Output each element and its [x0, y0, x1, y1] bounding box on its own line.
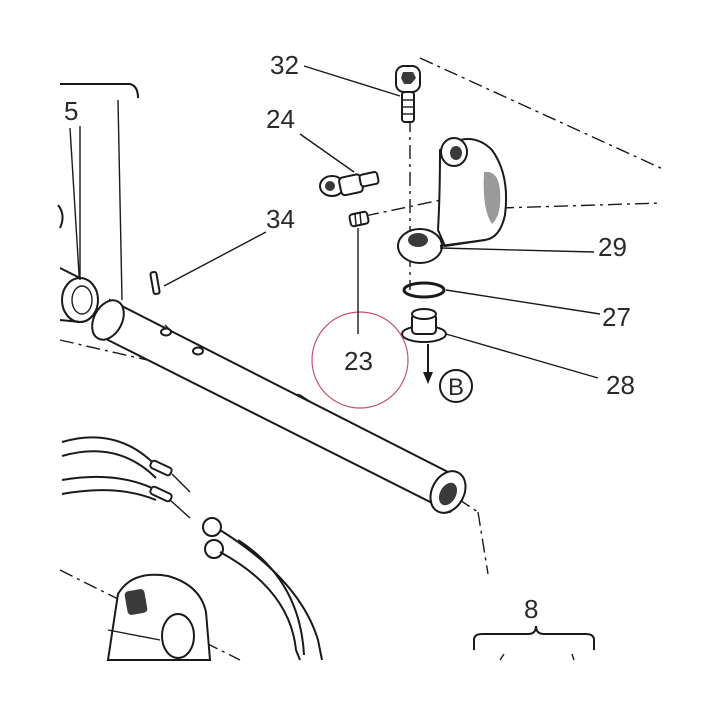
part-labels: 32 24 34 23 29 27 28 5 8 [64, 50, 635, 624]
part-28-collar [401, 308, 447, 384]
label-8: 8 [524, 594, 538, 624]
label-32: 32 [270, 50, 299, 80]
handle-tube [91, 298, 467, 514]
part-27-o-ring [402, 281, 446, 299]
switch-housing [106, 573, 212, 661]
throttle-cables [61, 436, 191, 519]
highlight-circle [311, 311, 409, 409]
part-8-brace [473, 625, 595, 661]
label-5: 5 [64, 96, 78, 126]
label-29: 29 [598, 232, 627, 262]
part-23-set-screw [348, 210, 370, 228]
callout-b: B [439, 369, 473, 403]
label-24: 24 [266, 104, 295, 134]
part-34-pin [149, 270, 161, 296]
part-29-bracket [397, 137, 508, 264]
part-5-bracket [57, 83, 139, 323]
loop-handle [202, 517, 323, 661]
part-24-bolt [319, 171, 380, 197]
label-34: 34 [266, 204, 295, 234]
leader-lines [79, 65, 601, 379]
part-32-bolt [395, 65, 421, 123]
label-27: 27 [602, 302, 631, 332]
label-28: 28 [606, 370, 635, 400]
label-23: 23 [344, 346, 373, 376]
label-b: B [448, 374, 464, 401]
